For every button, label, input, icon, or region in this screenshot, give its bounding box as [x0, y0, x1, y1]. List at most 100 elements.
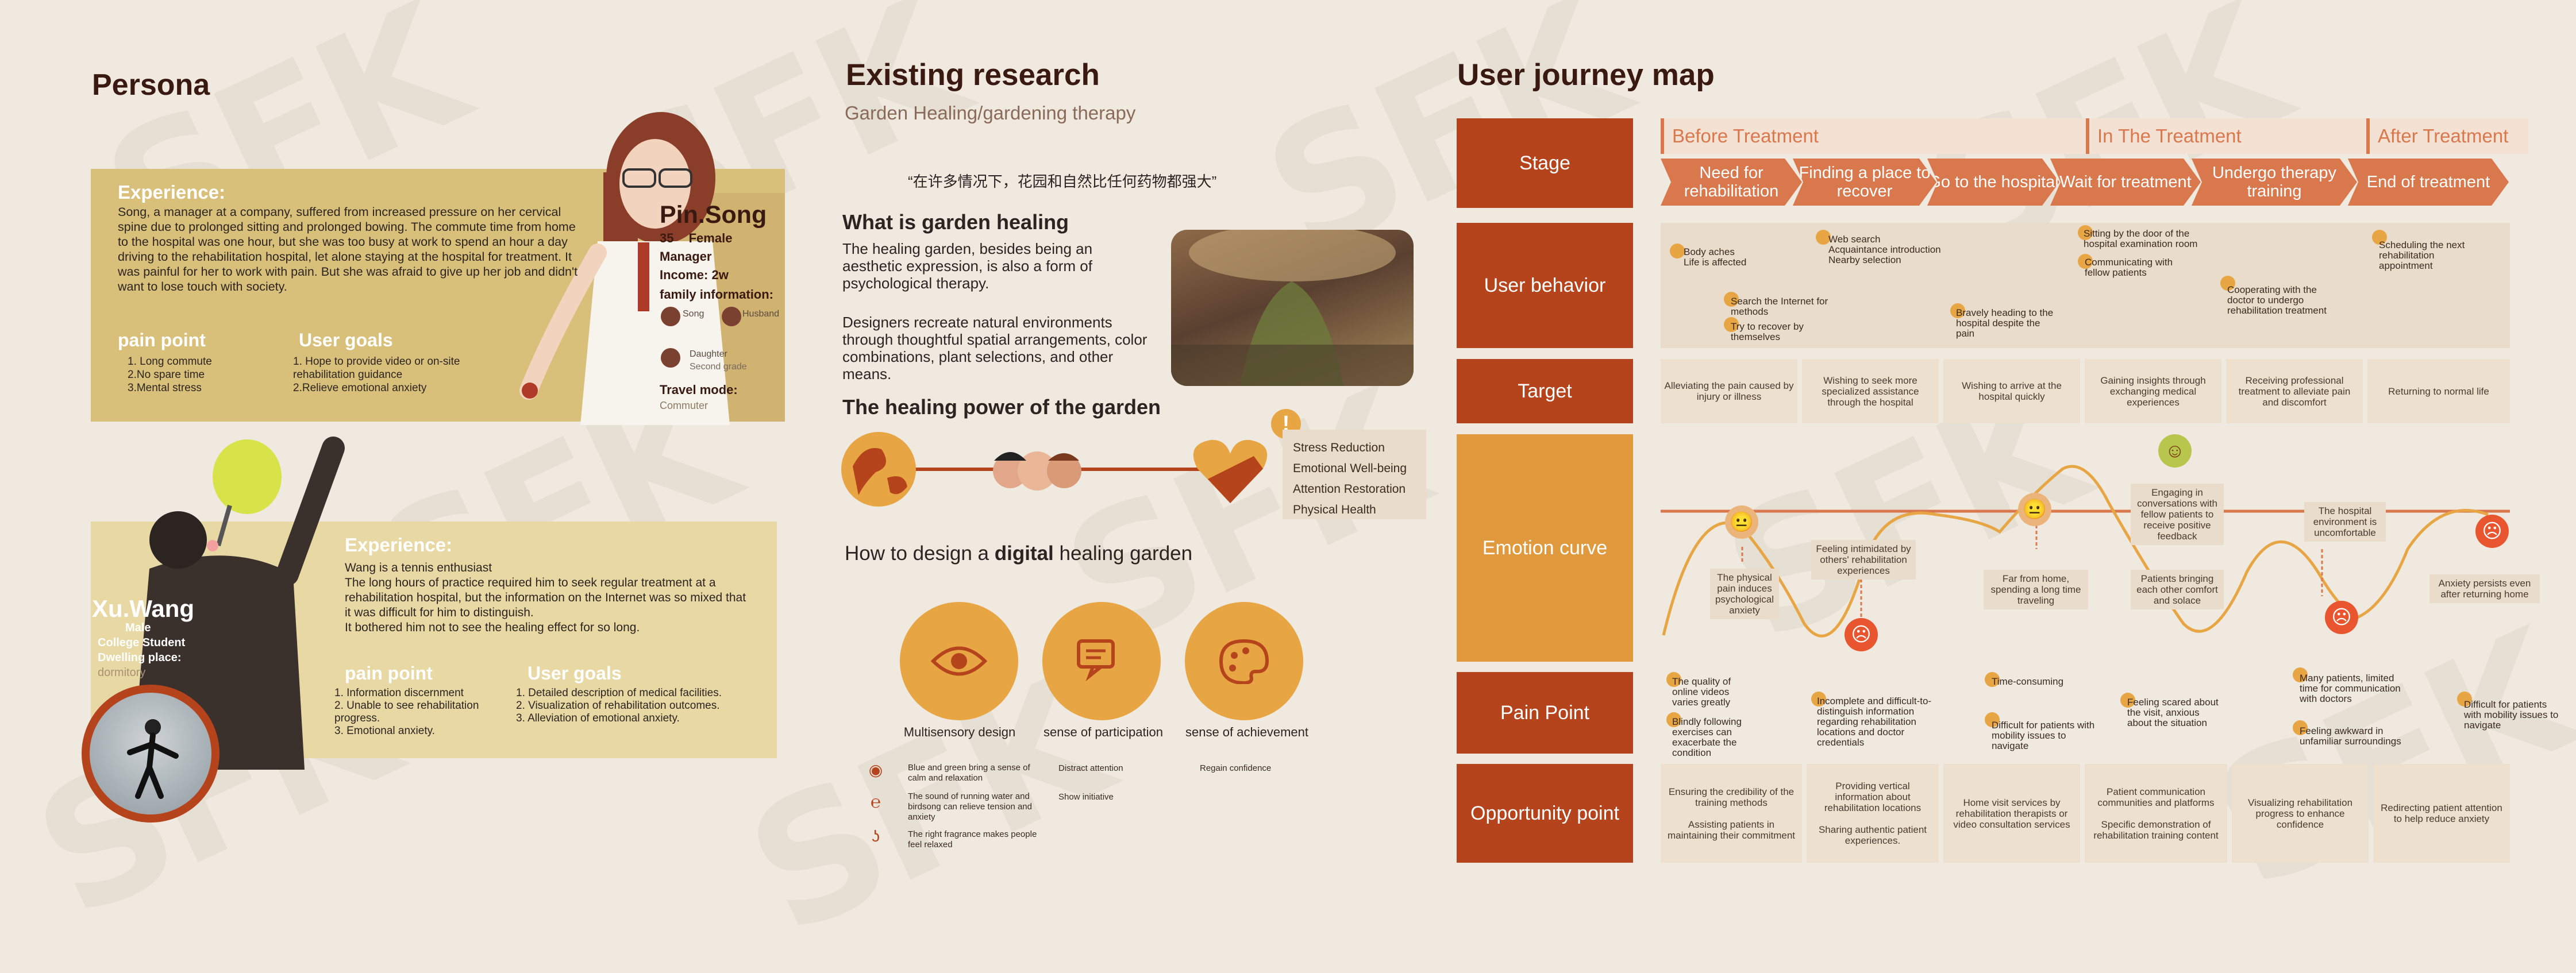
song-gender: Female [688, 231, 733, 245]
pain-dot [2293, 720, 2308, 735]
row-head-opportunity: Opportunity point [1457, 764, 1633, 863]
stage-arrow: Undergo therapy training [2192, 159, 2357, 206]
phase-before: Before Treatment [1661, 118, 2088, 154]
what-title: What is garden healing [842, 210, 1069, 234]
opportunity-cell: Home visit services by rehabilitation th… [1943, 764, 2080, 863]
song-experience-title: Experience: [118, 182, 226, 203]
power-title: The healing power of the garden [842, 395, 1161, 419]
opportunity-cell: Ensuring the credibility of the training… [1661, 764, 1802, 863]
emotion-note: Far from home, spending a long time trav… [1984, 570, 2088, 609]
pain-dot [1666, 712, 1681, 727]
avatar [722, 307, 741, 326]
emotion-note: Anxiety persists even after returning ho… [2429, 574, 2540, 603]
song-income: Income: 2w [660, 268, 729, 282]
wang-experience-title: Experience: [345, 534, 453, 555]
song-illustration [519, 112, 730, 425]
eye-icon [930, 646, 988, 676]
pain-item: 2. Unable to see rehabilitation progress… [334, 700, 479, 724]
stage-arrow: Go to the hospital [1927, 159, 2059, 206]
song-age: 35 [660, 231, 674, 245]
goal-item: 1. Hope to provide video or on-site reha… [293, 356, 460, 381]
goal-item: 2. Visualization of rehabilitation outco… [516, 700, 720, 712]
target-cell: Gaining insights through exchanging medi… [2085, 359, 2221, 423]
neutral-face-icon: 😐 [2018, 493, 2051, 526]
participation-circle [1042, 602, 1161, 720]
wang-photo [90, 693, 211, 814]
palette-icon [1219, 639, 1269, 684]
avatar [661, 348, 680, 368]
pain-dot [1985, 672, 2000, 687]
goal-item: 3. Alleviation of emotional anxiety. [516, 712, 680, 724]
phase-in: In The Treatment [2086, 118, 2370, 154]
stage-arrow: Need for rehabilitation [1661, 159, 1802, 206]
what-p2: Designers recreate natural environments … [842, 314, 1148, 383]
sense-item: The right fragrance makes people feel re… [908, 829, 1037, 850]
neutral-face-icon: 😐 [1725, 505, 1758, 539]
phase-after: After Treatment [2366, 118, 2528, 154]
family-member: Song [683, 309, 704, 319]
opportunity-cell: Providing vertical information about reh… [1807, 764, 1939, 863]
wang-dwelling: Dwelling place: [98, 651, 182, 664]
garden-photo-art [1171, 230, 1414, 386]
heart-icon-art [1193, 439, 1268, 503]
eye-small-icon: ◉ [868, 761, 883, 779]
sad-face-icon: ☹ [2325, 601, 2358, 634]
pain-dot [1666, 672, 1681, 687]
wang-gender: Male [125, 621, 151, 634]
pain-item: 2.No spare time [128, 369, 205, 381]
opportunity-cell: Visualizing rehabilitation progress to e… [2232, 764, 2369, 863]
behavior-note: Search the Internet for methods [1731, 296, 1828, 317]
pain-note: Time-consuming [1992, 676, 2064, 687]
song-travel-value: Commuter [660, 400, 709, 411]
wang-goals-list: 1. Detailed description of medical facil… [516, 687, 746, 725]
pain-dot [1811, 692, 1826, 706]
wang-pain-list: 1. Information discernment 2. Unable to … [334, 687, 507, 738]
opportunity-cell: Redirecting patient attention to help re… [2373, 764, 2510, 863]
earth-icon-art [853, 448, 907, 495]
research-subtitle: Garden Healing/gardening therapy [845, 102, 1136, 123]
pain-note: Blindly following exercises can exacerba… [1672, 716, 1742, 758]
benefit-item: Physical Health [1293, 503, 1376, 516]
target-cell: Alleviating the pain caused by injury or… [1661, 359, 1797, 423]
row-head-target: Target [1457, 359, 1633, 423]
participation-item: Show initiative [1058, 792, 1114, 802]
behavior-dot [1724, 292, 1739, 307]
wang-role: College Student [98, 636, 186, 649]
achievement-circle [1185, 602, 1303, 720]
sense-item: Blue and green bring a sense of calm and… [908, 763, 1030, 783]
row-head-stage: Stage [1457, 118, 1633, 208]
song-family-title: family information: [660, 287, 774, 302]
wang-name: Xu.Wang [92, 595, 195, 622]
how-title-bold: digital [994, 542, 1054, 565]
garden-photo [1171, 230, 1414, 386]
target-cell: Wishing to arrive at the hospital quickl… [1943, 359, 2080, 423]
circle-label-1: Multisensory design [903, 725, 1016, 739]
nose-icon: ʖ [872, 827, 880, 845]
song-goals-list: 1. Hope to provide video or on-site reha… [293, 355, 494, 395]
behavior-dot [1950, 303, 1965, 318]
research-quote: “在许多情况下，花园和自然比任何药物都强大” [908, 173, 1217, 190]
pain-item: 3.Mental stress [128, 382, 202, 394]
sad-face-icon: ☹ [2475, 515, 2509, 548]
people-icon-art [993, 451, 1081, 491]
behavior-note: Bravely heading to the hospital despite … [1956, 307, 2054, 339]
curve-line [1662, 465, 2489, 638]
stage-arrow: Wait for treatment [2050, 159, 2201, 206]
how-title: How to design a digital healing garden [845, 542, 1192, 565]
how-title-pre: How to design a [845, 542, 995, 565]
pain-item: 1. Long commute [128, 356, 212, 368]
song-experience-text: Song, a manager at a company, suffered f… [118, 205, 578, 294]
goal-item: 2.Relieve emotional anxiety [293, 382, 427, 394]
behavior-note: Try to recover by themselves [1731, 321, 1804, 342]
pain-note: Feeling awkward in unfamiliar surroundin… [2300, 725, 2401, 747]
participation-item: Distract attention [1058, 763, 1123, 773]
pain-dot [2120, 693, 2135, 708]
target-cell: Returning to normal life [2367, 359, 2510, 423]
song-basic: 35 Female [660, 231, 732, 246]
pain-dot [2457, 692, 2472, 706]
what-p1: The healing garden, besides being an aes… [842, 240, 1093, 292]
behavior-dot [1724, 317, 1739, 332]
song-name: Pin.Song [660, 201, 767, 229]
earth-icon [841, 432, 916, 507]
behavior-note: Communicating with fellow patients [2085, 257, 2173, 278]
